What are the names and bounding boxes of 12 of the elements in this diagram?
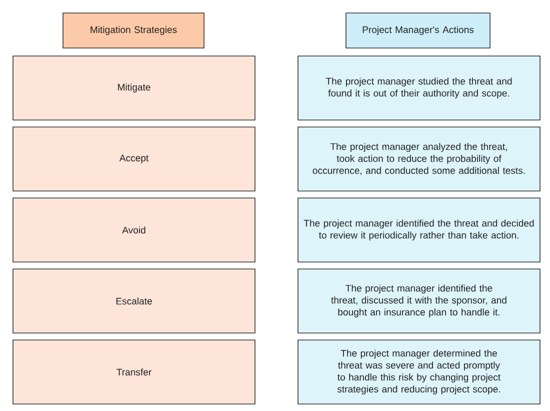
strategy-box: Mitigate [12, 56, 256, 120]
column-header-box: Mitigation Strategies [62, 12, 204, 48]
strategy-box: Accept [12, 126, 256, 192]
action-description-box: The project manager determined the threat was severe and acted promptly to handle this risk by changing project strategies and reducing project scope. [298, 340, 540, 404]
strategy-box: Escalate [12, 268, 256, 334]
action-description-box: The project manager studied the threat and found it is out of their authority and scope. [298, 56, 540, 120]
action-description-box: The project manager identified the threat, discussed it with the sponsor, and bought an insurance plan to handle it. [298, 268, 540, 334]
action-description-box: The project manager analyzed the threat, took action to reduce the probability of occurrence, and conducted some additional tests. [298, 126, 540, 192]
action-description-box: The project manager identified the threat and decided to review it periodically rather than take action. [298, 198, 540, 262]
column-header-box: Project Manager's Actions [346, 12, 490, 48]
strategy-box: Transfer [12, 340, 256, 404]
strategy-box: Avoid [12, 198, 256, 262]
